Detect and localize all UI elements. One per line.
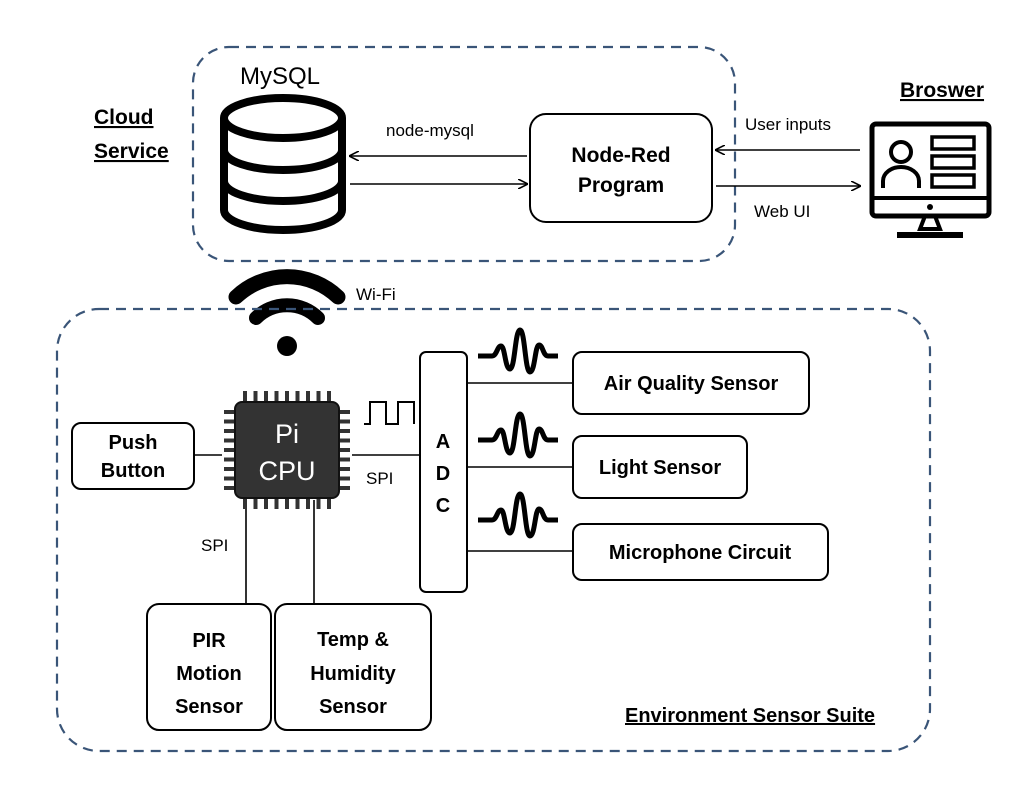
adc-letter-c: C [436, 495, 450, 517]
cpu-pin [339, 448, 350, 452]
cpu-pin [339, 457, 350, 462]
cpu-pin [295, 391, 300, 402]
light-sensor-label: Light Sensor [599, 457, 721, 479]
cpu-pin [253, 498, 258, 509]
analog-signal-icon-1 [478, 327, 558, 375]
cpu-pin [339, 476, 350, 481]
cpu-pin [306, 391, 310, 402]
cpu-pin [327, 498, 331, 509]
cpu-pin [285, 498, 289, 509]
user-inputs-label: User inputs [745, 115, 831, 134]
wifi-icon [228, 269, 346, 356]
air-quality-sensor-box [572, 351, 810, 415]
pir-label-line2: Motion [176, 663, 242, 685]
adc-letter-a: A [436, 431, 450, 453]
cpu-pin [274, 498, 279, 509]
push-button-line2: Button [101, 460, 165, 482]
cpu-pin [224, 486, 235, 490]
cpu-pin [316, 498, 321, 509]
cpu-pin [339, 410, 350, 414]
spi-label-bottom: SPI [201, 536, 228, 555]
cpu-pin [264, 498, 268, 509]
sensor-suite-region [55, 307, 932, 753]
cpu-pin [224, 467, 235, 471]
light-sensor-box [572, 435, 748, 499]
cpu-pin [224, 457, 235, 462]
cpu-label-line2: CPU [258, 456, 315, 486]
cpu-pin [339, 429, 350, 433]
air-quality-sensor-label: Air Quality Sensor [604, 373, 779, 395]
cpu-pin [253, 391, 258, 402]
digital-signal-icon [364, 401, 415, 425]
pir-label-line1: PIR [192, 630, 226, 652]
cpu-pin [224, 419, 235, 424]
temp-label-line3: Sensor [319, 696, 387, 718]
cpu-pin [316, 391, 321, 402]
cpu-pin [243, 498, 247, 509]
push-button-line1: Push [109, 432, 158, 454]
cpu-pin [339, 467, 350, 471]
cpu-pin [295, 498, 300, 509]
temp-humidity-sensor-box [274, 603, 432, 731]
analog-signal-icon-3 [478, 491, 558, 539]
temp-label-line2: Humidity [310, 663, 396, 685]
node-red-program-line1: Node-Red [571, 144, 670, 167]
cpu-chip [224, 391, 350, 509]
cpu-pin [224, 429, 235, 433]
cpu-pin [224, 438, 235, 443]
node-red-program-line2: Program [578, 174, 664, 197]
browser-title: Broswer [900, 79, 984, 102]
mysql-label: MySQL [240, 63, 320, 90]
cpu-pin [306, 498, 310, 509]
adc-box [419, 351, 468, 593]
web-ui-label: Web UI [754, 202, 810, 221]
cpu-pin [339, 486, 350, 490]
cpu-pin [339, 438, 350, 443]
cloud-service-title-line1: Cloud [94, 106, 153, 129]
node-mysql-label: node-mysql [386, 121, 474, 140]
cpu-pin [224, 476, 235, 481]
analog-signal-icon-2 [478, 411, 558, 459]
wifi-label: Wi-Fi [356, 285, 396, 304]
database-icon [220, 94, 346, 234]
cloud-service-title-line2: Service [94, 140, 169, 163]
spi-label-right: SPI [366, 469, 393, 488]
cpu-pin [264, 391, 268, 402]
pir-motion-sensor-box [146, 603, 272, 731]
cpu-pin [243, 391, 247, 402]
adc-letter-d: D [436, 463, 450, 485]
node-red-program-box [529, 113, 713, 223]
cpu-pin [285, 391, 289, 402]
microphone-circuit-box [572, 523, 829, 581]
cpu-pin [274, 391, 279, 402]
cpu-pin [327, 391, 331, 402]
sensor-suite-title: Environment Sensor Suite [625, 705, 875, 727]
temp-label-line1: Temp & [317, 629, 389, 651]
cpu-pin [339, 419, 350, 424]
cpu-label-line1: Pi [275, 419, 299, 449]
cpu-pin [224, 448, 235, 452]
push-button-box [71, 422, 195, 490]
pir-label-line3: Sensor [175, 696, 243, 718]
microphone-circuit-label: Microphone Circuit [609, 542, 792, 564]
computer-user-icon [869, 121, 992, 238]
cpu-pin [224, 410, 235, 414]
cloud-service-region [191, 45, 737, 263]
